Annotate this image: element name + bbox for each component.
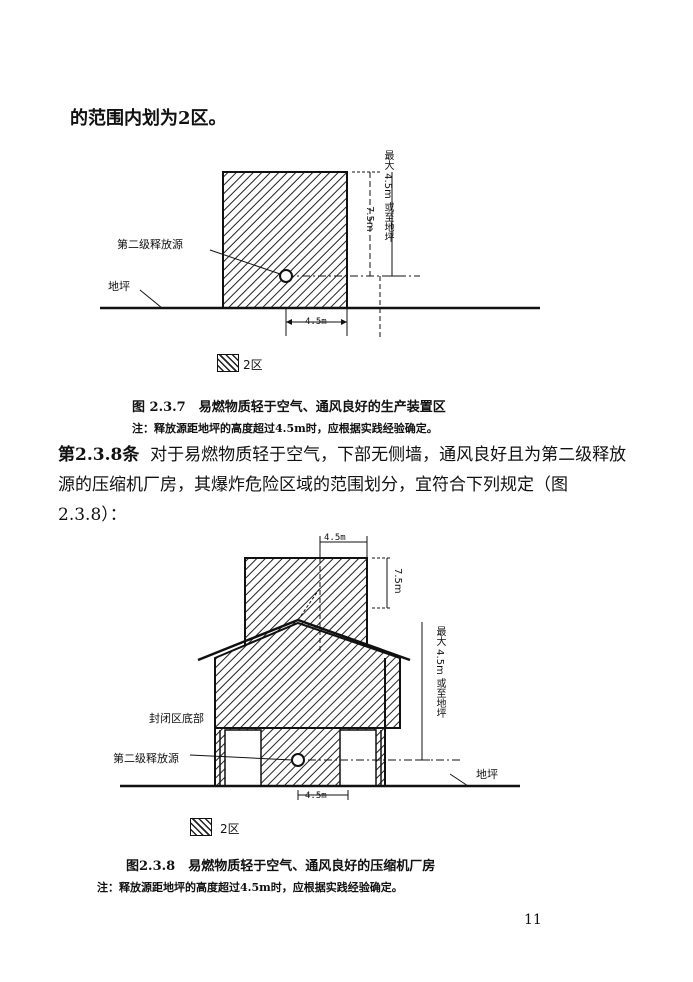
release-source-marker bbox=[279, 269, 293, 283]
fig2-ground-label: 地坪 bbox=[476, 768, 498, 781]
article-text: 对于易燃物质轻于空气，下部无侧墙，通风良好且为第二级释放源的压缩机厂房，其爆炸危… bbox=[58, 445, 627, 525]
article-paragraph: 第2.3.8条 对于易燃物质轻于空气，下部无侧墙，通风良好且为第二级释放源的压缩… bbox=[58, 440, 633, 530]
fig1-legend-swatch bbox=[217, 354, 239, 372]
fig1-caption: 图 2.3.7 易燃物质轻于空气、通风良好的生产装置区 bbox=[132, 400, 446, 415]
fig1-max-dim: 最大 4.5m 或至地坪 bbox=[382, 150, 393, 243]
fig2-max-dim: 最大 4.5m 或至地坪 bbox=[434, 626, 445, 719]
fig2-caption: 图2.3.8 易燃物质轻于空气、通风良好的压缩机厂房 bbox=[126, 859, 436, 874]
fig2-legend-label: 2区 bbox=[220, 822, 240, 836]
fig2-top-height-dim: 7.5m bbox=[392, 568, 403, 594]
fig2-top-width-dim: 4.5m bbox=[324, 533, 346, 543]
figure-2-3-7-diagram bbox=[100, 171, 540, 338]
fig2-legend-swatch bbox=[190, 818, 212, 836]
fig1-ground-label: 地坪 bbox=[108, 280, 130, 293]
figure-2-3-8-diagram bbox=[120, 536, 520, 800]
fig1-note: 注：释放源距地坪的高度超过4.5m时，应根据实践经验确定。 bbox=[132, 422, 438, 435]
fig2-bottom-width-dim: 4.5m bbox=[305, 791, 327, 801]
fig2-source-label: 第二级释放源 bbox=[113, 752, 179, 765]
fig1-source-label: 第二级释放源 bbox=[117, 238, 183, 251]
zone-2-area bbox=[222, 171, 348, 309]
article-number: 第2.3.8条 bbox=[58, 445, 140, 465]
page-number: 11 bbox=[524, 912, 542, 928]
lead-text: 的范围内划为2区。 bbox=[70, 108, 227, 129]
fig1-legend-label: 2区 bbox=[243, 358, 263, 372]
fig1-height-dim: 7.5m bbox=[364, 206, 375, 232]
fig2-note: 注：释放源距地坪的高度超过4.5m时，应根据实践经验确定。 bbox=[97, 881, 403, 894]
fig2-release-source-marker bbox=[291, 753, 305, 767]
fig2-enclosed-label: 封闭区底部 bbox=[149, 712, 204, 725]
fig1-width-dim: 4.5m bbox=[305, 317, 327, 327]
